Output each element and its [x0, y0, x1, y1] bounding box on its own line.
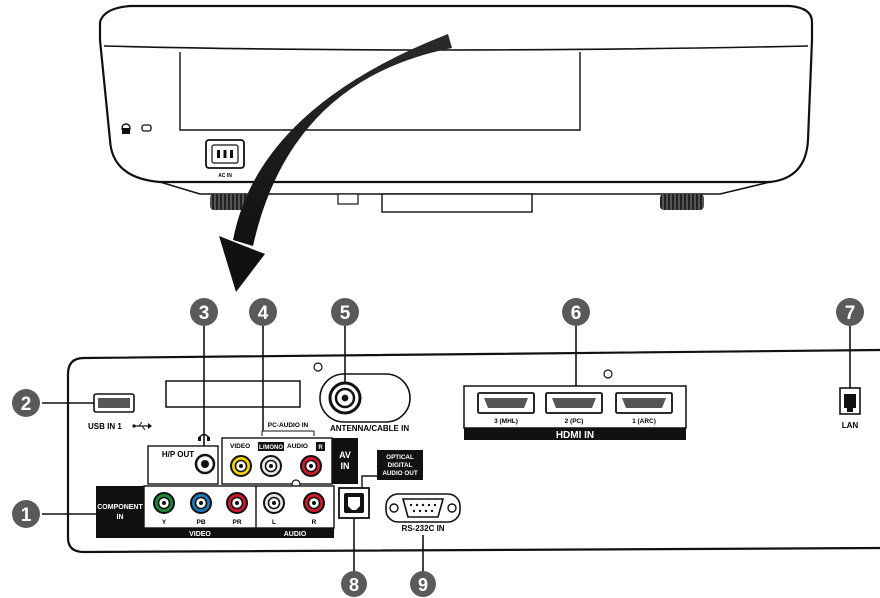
callout-6: 6 [562, 298, 590, 326]
callout-7: 7 [836, 298, 864, 326]
callout-1: 1 [12, 500, 40, 528]
pc-audio-in-label: PC-AUDIO IN [268, 422, 309, 429]
lan-port[interactable] [839, 387, 861, 415]
hdmi-port-1[interactable] [615, 392, 673, 414]
av-audio-right-jack[interactable] [300, 455, 322, 477]
component-pb-jack[interactable] [190, 492, 212, 514]
hdmi-3-label: 3 (MHL) [494, 418, 518, 425]
curved-arrow-icon [219, 34, 452, 292]
hdmi-2-label: 2 (PC) [565, 418, 584, 425]
optical-label-1: OPTICAL [386, 454, 414, 461]
rs232-port[interactable] [385, 493, 461, 523]
component-y-label: Y [162, 519, 167, 526]
callout-9: 9 [410, 571, 436, 597]
svg-text:3: 3 [199, 303, 210, 324]
callout-2: 2 [12, 389, 40, 417]
av-in-label-1: AV [339, 450, 351, 460]
svg-text:1: 1 [21, 505, 32, 526]
component-y-jack[interactable] [153, 492, 175, 514]
projector-foot-right [660, 194, 704, 210]
callout-5: 5 [331, 298, 359, 326]
hdmi-port-2[interactable] [545, 392, 603, 414]
av-lmono-label: L/MONO [259, 445, 283, 451]
antenna-label: ANTENNA/CABLE IN [330, 424, 409, 433]
projector-foot-left [210, 194, 250, 210]
svg-text:4: 4 [258, 303, 269, 324]
usb-label: USB IN 1 [88, 422, 122, 431]
svg-text:5: 5 [340, 303, 351, 324]
optical-label-2: DIGITAL [388, 462, 413, 469]
hp-out-label: H/P OUT [162, 450, 194, 459]
antenna-port[interactable] [328, 381, 362, 415]
ac-in-socket [205, 139, 245, 169]
svg-text:2: 2 [21, 394, 32, 415]
component-pr-label: PR [232, 519, 241, 526]
av-in-label-2: IN [341, 461, 350, 471]
optical-port[interactable] [338, 487, 370, 519]
projector-body: AC IN [98, 4, 814, 213]
component-label-1: COMPONENT [97, 504, 143, 511]
av-video-label: VIDEO [230, 443, 250, 450]
security-slot [141, 124, 152, 132]
lan-label: LAN [842, 421, 859, 430]
component-video-label: VIDEO [189, 531, 211, 538]
component-label-2: IN [117, 514, 124, 521]
component-audio-left-jack[interactable] [263, 492, 285, 514]
leader-lines [42, 326, 851, 572]
component-r-label: R [312, 519, 317, 526]
svg-text:8: 8 [349, 575, 359, 595]
optical-label-3: AUDIO OUT [382, 470, 417, 477]
svg-text:6: 6 [571, 303, 582, 324]
usb-port[interactable] [93, 393, 135, 413]
blank-slot [165, 380, 301, 408]
usb-icon [132, 421, 152, 431]
hdmi-1-label: 1 (ARC) [632, 418, 656, 425]
component-audio-right-jack[interactable] [303, 492, 325, 514]
component-pr-jack[interactable] [226, 492, 248, 514]
headphone-jack[interactable] [194, 453, 216, 475]
svg-text:7: 7 [845, 303, 856, 324]
rs232-label: RS-232C IN [401, 524, 444, 533]
callout-3: 3 [190, 298, 218, 326]
svg-text:9: 9 [418, 575, 428, 595]
av-audio-left-jack[interactable] [260, 455, 282, 477]
component-pb-label: PB [196, 519, 205, 526]
av-audio-label: AUDIO [287, 443, 308, 450]
hdmi-logo: HDMI IN [556, 430, 594, 441]
ac-in-label: AC IN [218, 173, 232, 179]
callout-8: 8 [341, 571, 367, 597]
kensington-lock-icon [121, 123, 131, 134]
callout-4: 4 [249, 298, 277, 326]
hdmi-port-3[interactable] [477, 392, 535, 414]
component-audio-label: AUDIO [284, 531, 307, 538]
component-l-label: L [272, 519, 276, 526]
av-r-label: R [318, 445, 323, 451]
av-video-jack[interactable] [230, 455, 252, 477]
